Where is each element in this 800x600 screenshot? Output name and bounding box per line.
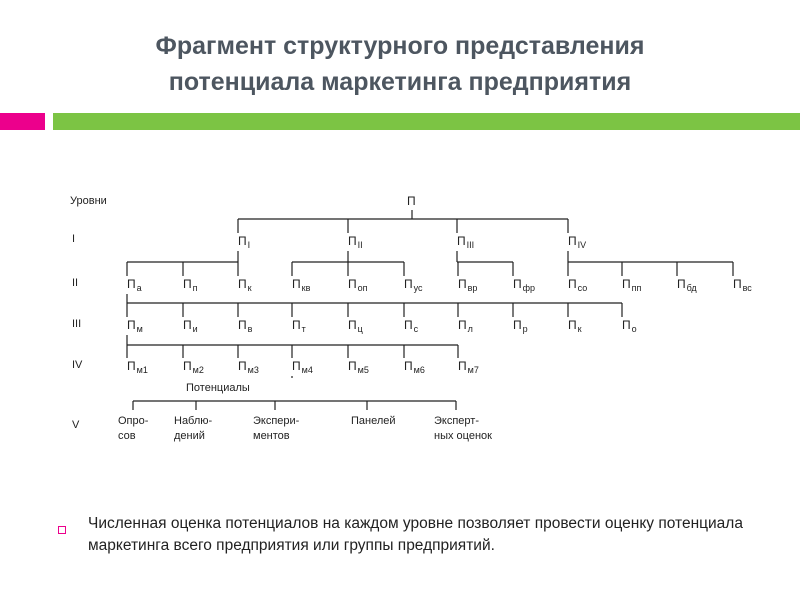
accent-bar-green	[53, 113, 800, 130]
level5-node-2-line-1: ментов	[253, 430, 290, 442]
level2-node-0: Па	[127, 277, 142, 293]
level2-node-2: Пк	[238, 277, 252, 293]
levels-header: Уровни	[70, 195, 107, 207]
level5-node-0-line-0: Опро-	[118, 415, 149, 427]
level2-node-7: Пфр	[513, 277, 535, 293]
level4-node-3: Пм4	[292, 359, 313, 375]
level5-node-1-line-1: дений	[174, 430, 205, 442]
diagram-connectors	[126, 210, 734, 410]
accent-bar-pink	[0, 113, 45, 130]
level3-node-7: Пр	[513, 318, 528, 334]
level-label-1: I	[72, 233, 75, 245]
level3-node-4: Пц	[348, 318, 363, 334]
level2-node-6: Пвр	[458, 277, 477, 293]
level5-node-2-line-0: Экспери-	[253, 415, 300, 427]
level4-node-5: Пм6	[404, 359, 425, 375]
level5-node-4-line-1: ных оценок	[434, 430, 492, 442]
level2-node-5: Пус	[404, 277, 423, 293]
level3-node-5: Пс	[404, 318, 419, 334]
level3-node-1: Пи	[183, 318, 198, 334]
level5-node-4-line-0: Эксперт-	[434, 415, 479, 427]
level-label-3: III	[72, 318, 81, 330]
level5-node-3-line-0: Панелей	[351, 415, 396, 427]
level1-node-1: ПII	[348, 234, 363, 250]
level5-node-1-line-0: Наблю-	[174, 415, 213, 427]
level3-node-9: По	[622, 318, 637, 334]
slide-title: Фрагмент структурного представления поте…	[0, 28, 800, 100]
level-label-2: II	[72, 277, 78, 289]
level2-node-8: Псо	[568, 277, 587, 293]
level4-node-2: Пм3	[238, 359, 259, 375]
bullet-marker	[58, 526, 66, 534]
level1-node-0: ПI	[238, 234, 250, 250]
potentials-label: Потенциалы	[186, 382, 250, 394]
root-node: П	[407, 194, 416, 208]
level3-node-8: Пк	[568, 318, 582, 334]
level3-node-6: Пл	[458, 318, 473, 334]
slide-title-line-1: Фрагмент структурного представления	[155, 32, 645, 60]
level-label-5: V	[72, 419, 80, 431]
level3-node-3: Пт	[292, 318, 306, 334]
level4-node-1: Пм2	[183, 359, 204, 375]
level3-node-2: Пв	[238, 318, 253, 334]
level2-node-9: Ппп	[622, 277, 641, 293]
slide-title-line-2: потенциала маркетинга предприятия	[168, 68, 632, 96]
level5-node-0-line-1: сов	[118, 430, 136, 442]
level-label-4: IV	[72, 359, 83, 371]
level3-node-0: Пм	[127, 318, 143, 334]
level2-node-1: Пп	[183, 277, 198, 293]
level4-node-6: Пм7	[458, 359, 479, 375]
level2-node-11: Пвс	[733, 277, 752, 293]
level1-node-2: ПIII	[457, 234, 474, 250]
level2-node-10: Пбд	[677, 277, 697, 293]
level2-node-3: Пкв	[292, 277, 311, 293]
level1-node-3: ПIV	[568, 234, 586, 250]
bullet-text: Численная оценка потенциалов на каждом у…	[88, 515, 743, 554]
level2-node-4: Поп	[348, 277, 368, 293]
level4-node-4: Пм5	[348, 359, 369, 375]
level4-node-0: Пм1	[127, 359, 148, 375]
